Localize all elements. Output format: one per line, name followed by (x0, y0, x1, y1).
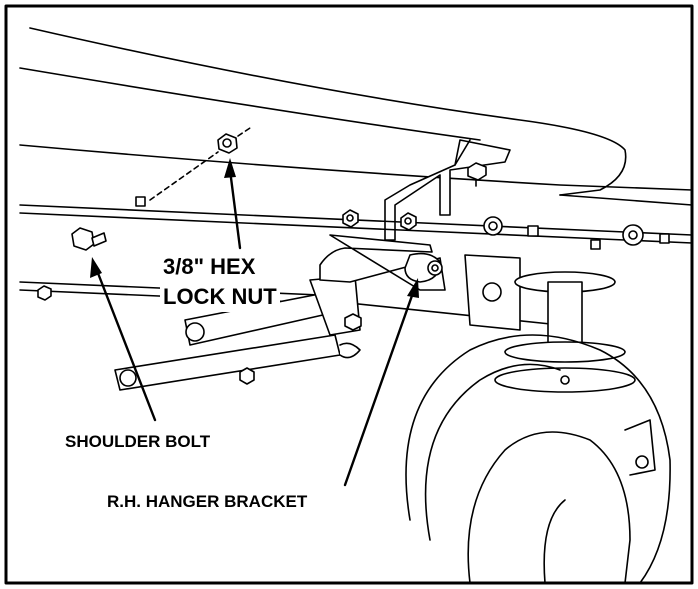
rail-fasteners (37, 196, 670, 301)
leader-arrows (90, 158, 419, 487)
hanger-arms (114, 275, 362, 391)
hex-lock-nut-label: 3/8" HEX LOCK NUT (160, 252, 280, 312)
shoulder-bolt (71, 227, 107, 251)
bracket-nut (467, 162, 487, 187)
side-plate (464, 254, 521, 331)
hanger-bracket-leader (343, 288, 416, 487)
caster-assembly (494, 271, 636, 393)
hex-nut-leader (228, 168, 242, 250)
hex-lock-nut-label-line2: LOCK NUT (163, 284, 277, 309)
rh-hanger-bracket (319, 234, 446, 291)
shoulder-bolt-leader (94, 266, 157, 422)
deck-body (19, 27, 693, 206)
shoulder-bolt-label: SHOULDER BOLT (62, 432, 214, 452)
hex-lock-nut-label-line1: 3/8" HEX (163, 254, 256, 279)
hanger-bracket-label: R.H. HANGER BRACKET (104, 492, 311, 512)
figure-frame (4, 4, 694, 585)
caster-wheel (405, 334, 671, 584)
exploded-hex-nut (149, 127, 251, 201)
